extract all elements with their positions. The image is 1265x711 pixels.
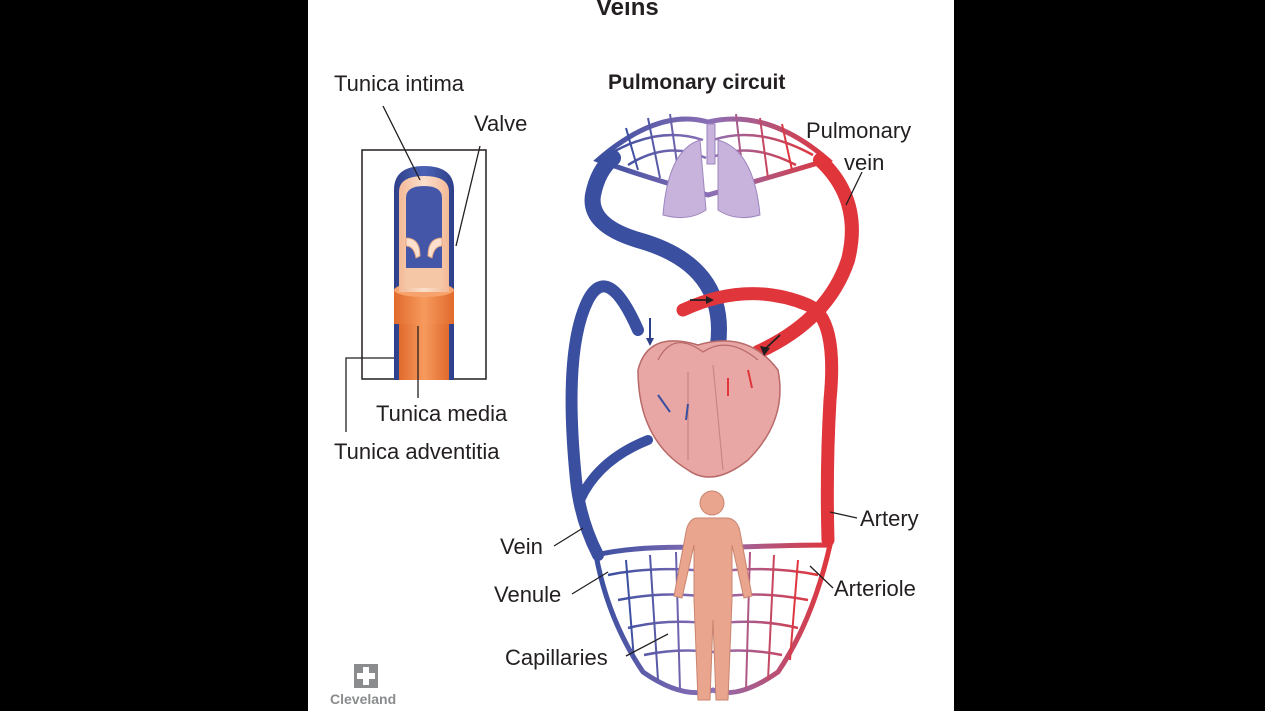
label-vein: Vein: [500, 534, 543, 559]
label-pulmonary-vein-line1: Pulmonary: [806, 118, 912, 143]
vein-lumen: [406, 186, 442, 285]
label-tunica-media: Tunica media: [376, 401, 508, 426]
label-valve: Valve: [474, 111, 528, 136]
label-tunica-adventitia: Tunica adventitia: [334, 439, 500, 464]
logo-text: Cleveland: [330, 691, 397, 707]
heart: [637, 340, 781, 478]
label-artery: Artery: [860, 506, 919, 531]
label-pulmonary-circuit: Pulmonary circuit: [608, 71, 786, 94]
human-body-figure: [673, 490, 753, 701]
vein-inset: [345, 105, 487, 432]
left-lung: [662, 139, 707, 219]
label-pulmonary-vein-line2: vein: [844, 150, 885, 175]
valve-leaflet-left: [405, 237, 421, 259]
label-tunica-intima: Tunica intima: [334, 71, 465, 96]
valve-leaflet-right: [427, 237, 443, 259]
label-capillaries: Capillaries: [505, 645, 608, 670]
systemic-capillary-bed: [593, 490, 834, 701]
right-lung: [717, 139, 761, 219]
label-venule: Venule: [494, 582, 562, 607]
pulmonary-capillary-bed: [593, 113, 834, 219]
diagram-panel: Veins Tunica intima Valve Tunica media T…: [308, 0, 954, 711]
circuit-leader-lines: [553, 171, 863, 657]
cleveland-clinic-cross-logo: [354, 664, 378, 688]
vessel-loop: [565, 150, 859, 561]
label-arteriole: Arteriole: [834, 576, 916, 601]
trachea: [706, 123, 716, 165]
diagram-title: Veins: [596, 0, 659, 21]
circulation-diagram: [345, 105, 863, 701]
